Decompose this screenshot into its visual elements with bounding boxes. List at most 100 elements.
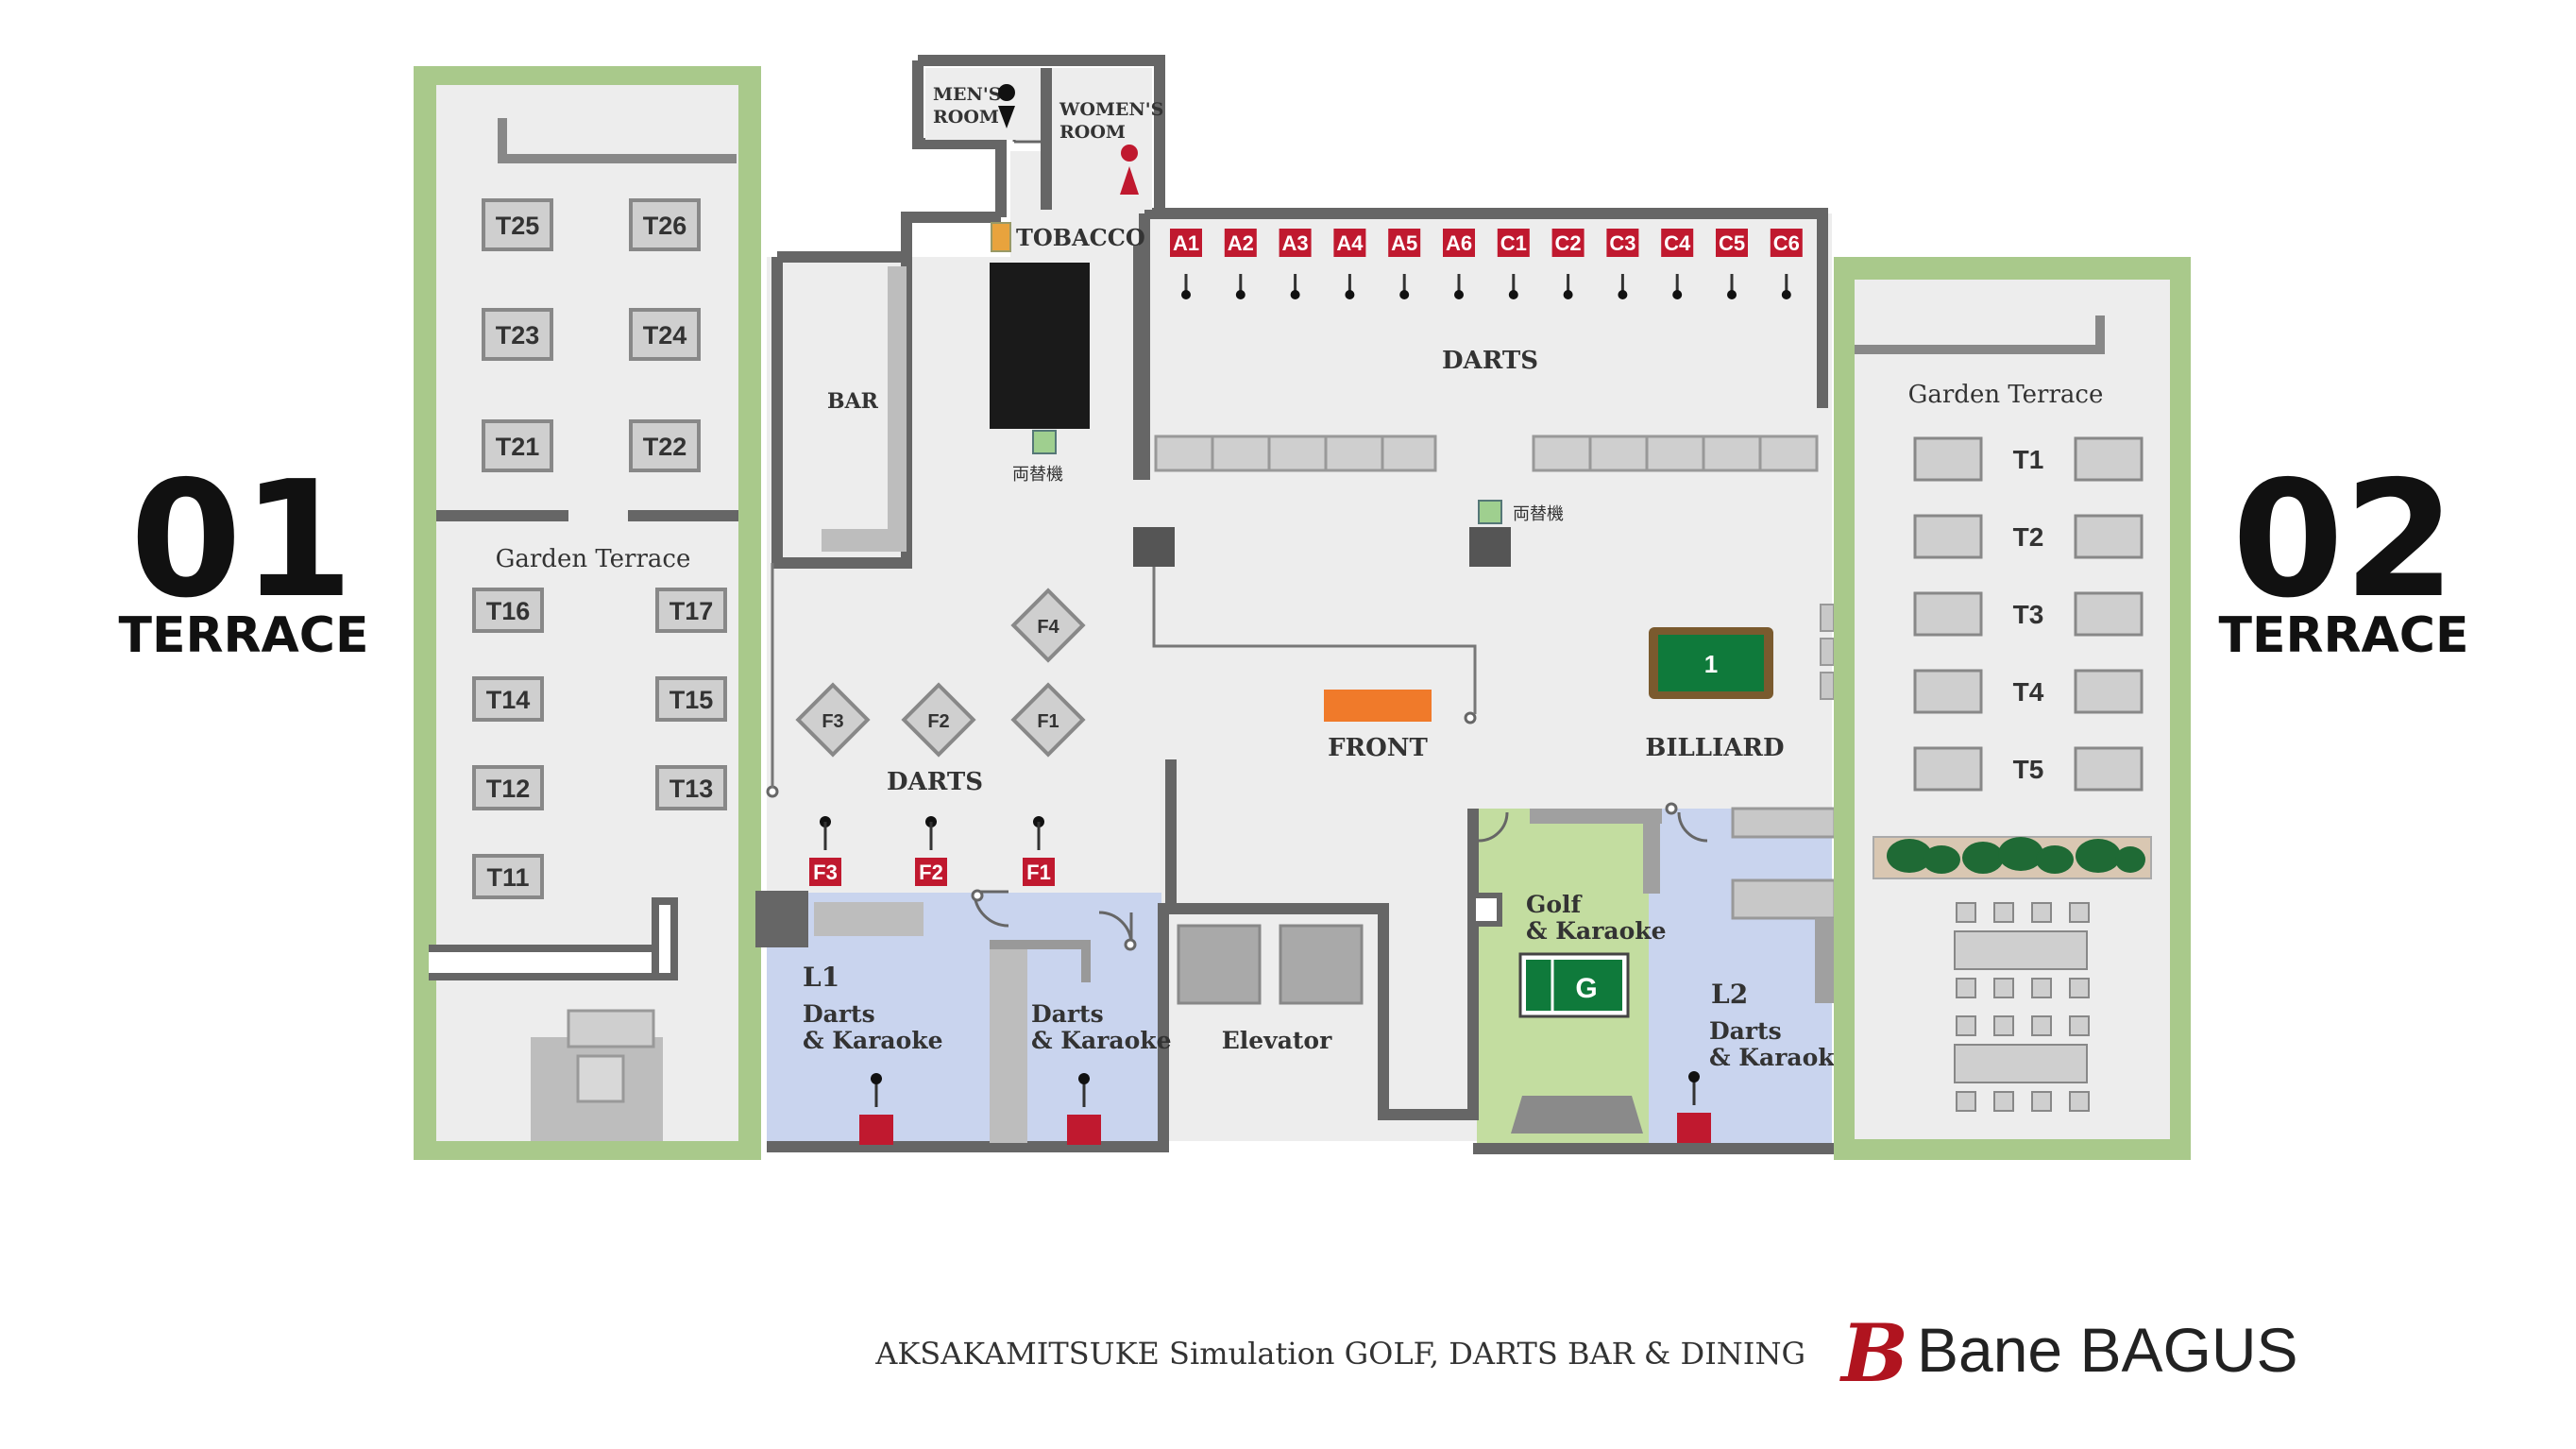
dart-table-f3: F3 [795, 682, 871, 758]
exchange-machine-label-1: 両替機 [1012, 465, 1063, 485]
l2-name-1: Darts [1709, 1017, 1782, 1045]
elevator-label: Elevator [1222, 1027, 1332, 1054]
table-t22: T22 [629, 419, 701, 472]
dart-lanes-bottom: F3 F2 F1 [809, 816, 1055, 886]
svg-text:T14: T14 [486, 686, 531, 714]
dart-table-f1: F1 [1010, 682, 1086, 758]
brand-name: Bane BAGUS [1917, 1315, 2298, 1385]
svg-text:C5: C5 [1719, 231, 1745, 255]
table-t16: T16 [472, 588, 544, 633]
svg-text:T22: T22 [643, 433, 687, 461]
l1-name-1: Darts [803, 1000, 875, 1028]
svg-text:T3: T3 [2013, 600, 2044, 629]
dart-lane-a4: A4 [1333, 229, 1366, 299]
bar-label: BAR [827, 389, 879, 414]
terrace-01-title: TERRACE [118, 607, 368, 664]
svg-text:F1: F1 [1026, 861, 1051, 884]
table-t17: T17 [655, 588, 727, 633]
table-t4: T4 [1913, 669, 2144, 714]
dart-table-f2: F2 [901, 682, 976, 758]
dart-lane-a3: A3 [1279, 229, 1312, 299]
table-t13: T13 [655, 765, 727, 810]
dart-lane-a2: A2 [1224, 229, 1257, 299]
terrace-02: Garden Terrace [1834, 257, 2191, 1160]
svg-text:T1: T1 [2013, 445, 2044, 474]
terrace-01-number: 01 [130, 447, 354, 634]
svg-text:A4: A4 [1336, 231, 1364, 255]
l2-code: L2 [1711, 979, 1748, 1010]
dart-lane-a1: A1 [1170, 229, 1202, 299]
dart-lane-c2: C2 [1551, 229, 1585, 299]
dart-lane-a6: A6 [1443, 229, 1475, 299]
table-t3: T3 [1913, 591, 2144, 637]
table-t21: T21 [482, 419, 553, 472]
room-mid-name-2: & Karaoke [1031, 1027, 1171, 1054]
table-t12: T12 [472, 765, 544, 810]
mens-room-label: MEN'S [933, 84, 1001, 105]
dart-table-f4: F4 [1010, 588, 1086, 663]
bar: BAR [822, 266, 907, 552]
svg-text:T15: T15 [669, 686, 714, 714]
svg-text:A3: A3 [1282, 231, 1309, 255]
svg-text:T16: T16 [486, 597, 531, 625]
table-t5: T5 [1913, 746, 2144, 792]
room-l2: L2 Darts & Karaoke [1677, 979, 1849, 1143]
exchange-machine-label-2: 両替機 [1513, 504, 1564, 524]
svg-text:T4: T4 [2013, 677, 2044, 707]
svg-text:T24: T24 [643, 321, 687, 349]
darts-counters: DARTS 両替機 [771, 347, 1819, 788]
svg-text:T2: T2 [2013, 522, 2044, 552]
terrace-02-heading: 02 TERRACE [2218, 447, 2468, 664]
svg-text:C1: C1 [1500, 231, 1527, 255]
billiard-ball-number: 1 [1704, 650, 1718, 678]
terrace-01-heading: 01 TERRACE [118, 447, 368, 664]
table-t26: T26 [629, 198, 701, 251]
terrace-01-area-label: Garden Terrace [496, 545, 691, 573]
svg-text:T12: T12 [486, 775, 531, 803]
svg-text:F4: F4 [1037, 617, 1059, 638]
dart-lane-c1: C1 [1497, 229, 1530, 299]
terrace-01-tables: T25 T26 T23 T24 T21 T22 Garden Terrace T… [472, 198, 727, 899]
svg-text:A1: A1 [1173, 231, 1199, 255]
svg-text:F2: F2 [919, 861, 943, 884]
svg-text:T26: T26 [643, 212, 687, 240]
svg-text:T21: T21 [496, 433, 540, 461]
svg-text:C4: C4 [1664, 231, 1691, 255]
footer-tagline: AKSAKAMITSUKE Simulation GOLF, DARTS BAR… [874, 1336, 1805, 1372]
tobacco-label: TOBACCO [1016, 224, 1145, 251]
svg-text:C3: C3 [1609, 231, 1635, 255]
svg-text:A2: A2 [1228, 231, 1254, 255]
elevator: Elevator [1177, 924, 1364, 1054]
man-icon [998, 84, 1015, 128]
svg-text:F3: F3 [813, 861, 838, 884]
svg-text:T13: T13 [669, 775, 714, 803]
l1-name-2: & Karaoke [803, 1027, 942, 1054]
partition-detail [755, 604, 1837, 1143]
dart-lane-f3: F3 [809, 816, 841, 886]
terrace-02-area-label: Garden Terrace [1908, 381, 2104, 409]
golf-name-1: Golf [1526, 891, 1584, 918]
svg-text:T17: T17 [669, 597, 714, 625]
table-t25: T25 [482, 198, 553, 251]
svg-text:T5: T5 [2013, 755, 2044, 784]
dart-lane-c6: C6 [1770, 229, 1803, 299]
dart-lane-c5: C5 [1716, 229, 1748, 299]
front-label: FRONT [1328, 734, 1428, 762]
table-t11: T11 [472, 854, 544, 899]
l1-code: L1 [803, 962, 839, 993]
dart-lane-c4: C4 [1661, 229, 1694, 299]
room-mid-name-1: Darts [1031, 1000, 1104, 1028]
billiard-label: BILLIARD [1645, 734, 1784, 762]
svg-text:T25: T25 [496, 212, 540, 240]
terrace-02-number: 02 [2232, 447, 2456, 634]
hedge [1873, 836, 2152, 879]
womens-room-label: WOMEN'S [1059, 99, 1163, 120]
brand-logo-mark: B [1839, 1306, 1908, 1400]
svg-text:C2: C2 [1555, 231, 1582, 255]
svg-text:F2: F2 [927, 711, 949, 732]
darts-top-label: DARTS [1442, 347, 1538, 375]
